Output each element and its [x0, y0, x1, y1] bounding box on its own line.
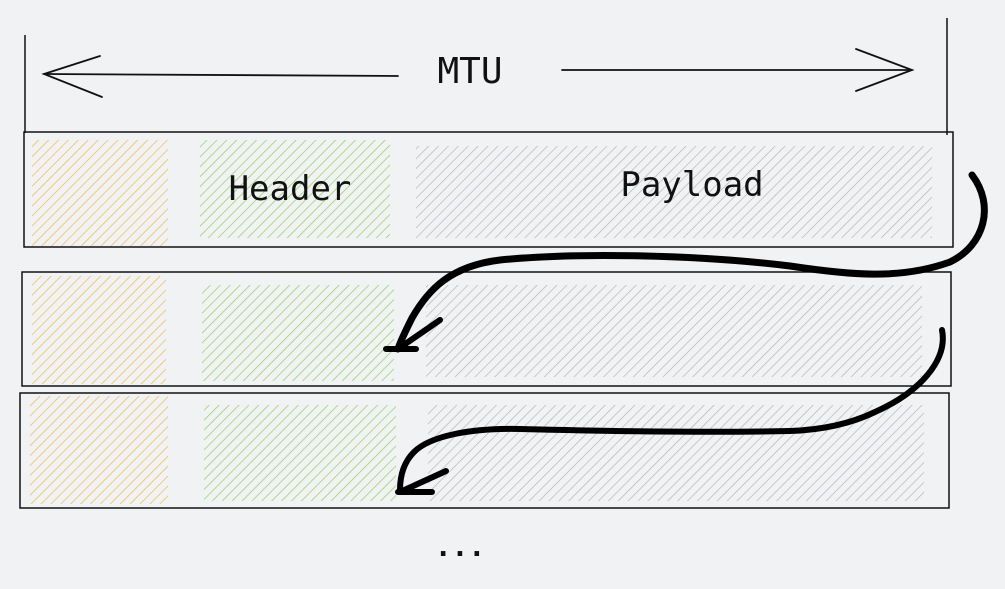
- packet-2-header-block: [202, 285, 394, 381]
- packet-2-frame: [21, 271, 952, 387]
- packet-1-prefix-block: [32, 140, 168, 246]
- packet-1: Header Payload: [23, 131, 954, 248]
- continuation-ellipsis: ...: [435, 530, 486, 563]
- packet-1-payload-block: [416, 146, 932, 238]
- packet-3: [19, 392, 950, 509]
- packet-1-frame: [23, 131, 954, 248]
- mtu-right-arrow: [561, 48, 915, 92]
- packet-2-prefix-block: [32, 276, 166, 384]
- packet-3-prefix-block: [30, 396, 168, 504]
- packet-1-header-block: [200, 140, 390, 238]
- mtu-label: MTU: [437, 51, 502, 92]
- packet-3-header-block: [204, 405, 396, 501]
- packet-3-frame: [19, 392, 950, 509]
- packet-1-header-label: Header: [229, 169, 352, 209]
- packet-1-payload-label: Payload: [620, 165, 763, 205]
- packet-2: [21, 271, 952, 387]
- packet-2-payload-block: [426, 285, 922, 377]
- continuation-arrow-1: [383, 171, 988, 353]
- mtu-left-arrow: [41, 55, 399, 98]
- mtu-dimension: MTU: [24, 18, 948, 135]
- continuation-arrow-2: [395, 327, 946, 495]
